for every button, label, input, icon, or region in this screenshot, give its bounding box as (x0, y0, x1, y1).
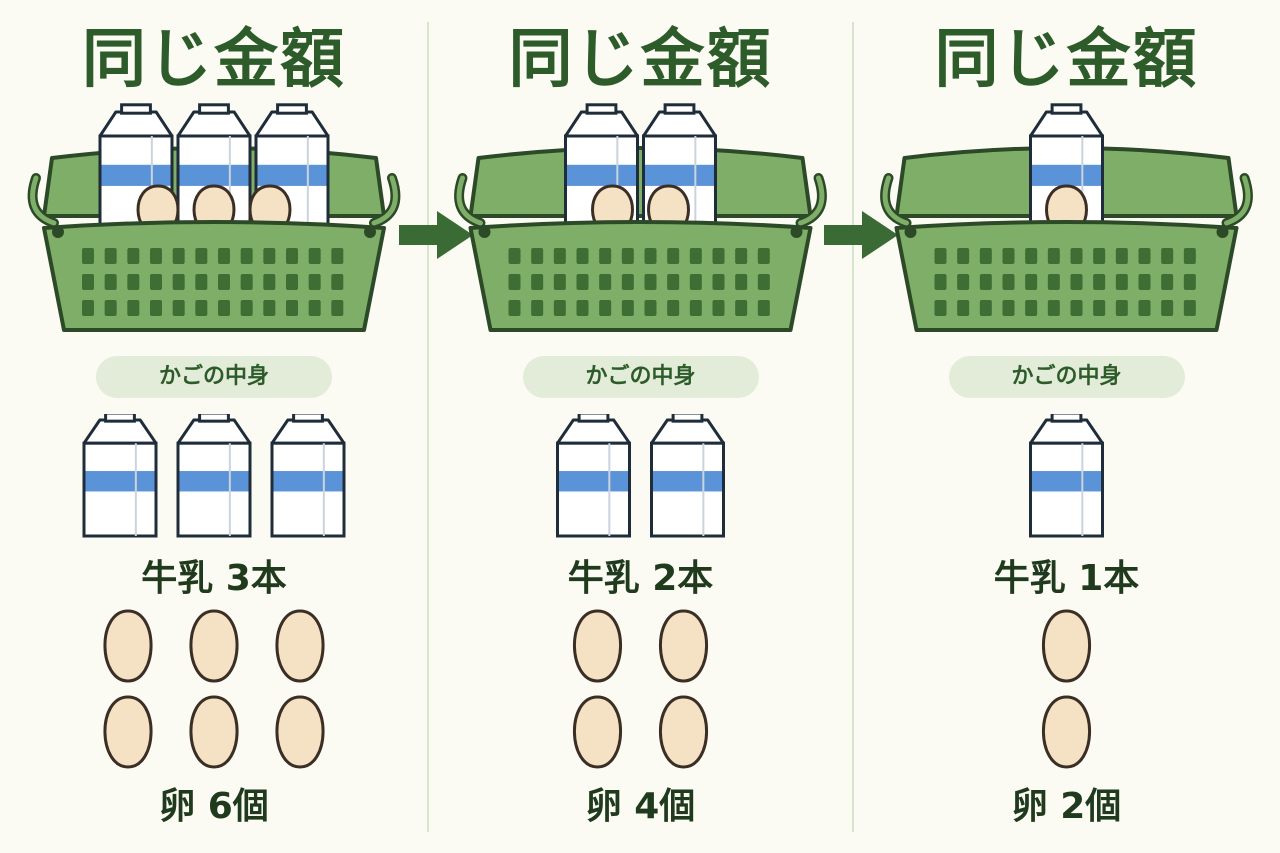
basket-icon (27, 103, 401, 332)
egg-count-label: 卵 4個 (585, 786, 696, 827)
contents-label: かごの中身 (96, 356, 332, 398)
panel-1: 同じ金額 かごの中身 牛乳 3本 卵 6個 (0, 0, 428, 853)
panel-title: 同じ金額 (82, 23, 346, 97)
milk-cartons (556, 414, 725, 538)
eggs-grid (1041, 609, 1092, 769)
egg-count-label: 卵 6個 (159, 786, 269, 827)
panel-3: 同じ金額 かごの中身 牛乳 1本 卵 2個 (853, 0, 1280, 853)
divider-2 (852, 22, 854, 832)
egg-icon (103, 695, 153, 769)
milk-cartons (1029, 414, 1104, 538)
divider-1 (427, 22, 429, 832)
milk-carton-icon (82, 414, 158, 538)
arrow-right-icon (824, 211, 898, 259)
milk-carton-icon (176, 414, 252, 538)
milk-cartons (82, 414, 346, 538)
egg-icon (1041, 609, 1092, 683)
eggs-grid (572, 609, 709, 769)
panel-title: 同じ金額 (508, 23, 773, 97)
panel-title: 同じ金額 (934, 23, 1199, 97)
egg-icon (103, 609, 153, 683)
contents-label: かごの中身 (522, 356, 759, 398)
egg-icon (1041, 695, 1092, 769)
eggs-grid (103, 609, 325, 769)
egg-icon (275, 609, 325, 683)
egg-icon (572, 695, 623, 769)
egg-icon (189, 609, 239, 683)
egg-icon (572, 609, 623, 683)
egg-icon (658, 695, 709, 769)
basket-icon (880, 103, 1253, 332)
contents-label: かごの中身 (948, 356, 1185, 398)
egg-icon (658, 609, 709, 683)
milk-carton-icon (1029, 103, 1104, 234)
milk-count-label: 牛乳 1本 (993, 558, 1140, 599)
arrow-right-icon (399, 211, 473, 259)
milk-carton-icon (650, 414, 725, 538)
milk-count-label: 牛乳 2本 (567, 558, 714, 599)
egg-icon (189, 695, 239, 769)
egg-icon (275, 695, 325, 769)
panel-2: 同じ金額 かごの中身 牛乳 2本 卵 4個 (428, 0, 853, 853)
milk-carton-icon (270, 414, 346, 538)
milk-carton-icon (556, 414, 631, 538)
milk-carton-icon (1029, 414, 1104, 538)
milk-count-label: 牛乳 3本 (141, 558, 287, 599)
egg-count-label: 卵 2個 (1011, 786, 1122, 827)
basket-icon (454, 103, 827, 332)
